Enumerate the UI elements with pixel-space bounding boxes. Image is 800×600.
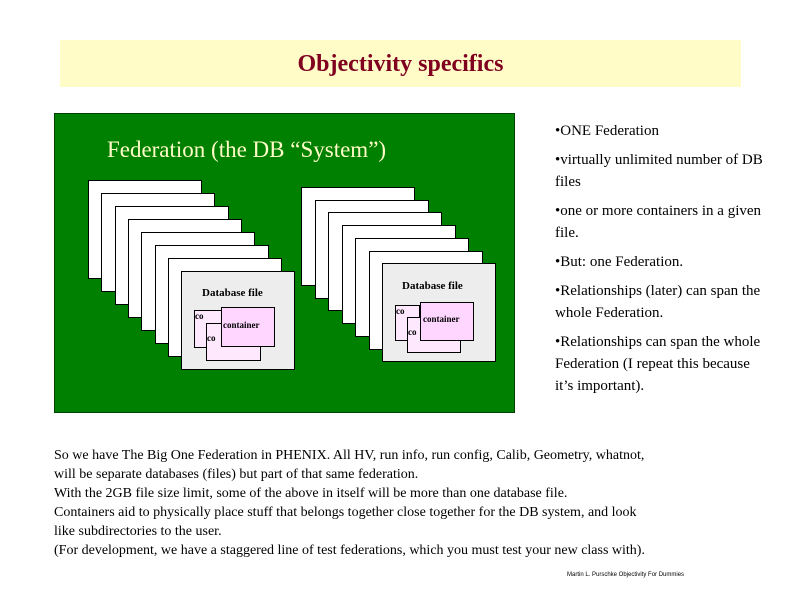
diagram-title: Federation (the DB “System”) xyxy=(106,137,387,162)
bullet-item: •one or more containers in a given file. xyxy=(555,203,762,241)
slide-title: Objectivity specifics xyxy=(297,51,504,77)
bullet-item: •Relationships (later) can span the whol… xyxy=(555,283,761,321)
container-box: container xyxy=(420,302,474,341)
database-file-label: Database file xyxy=(402,280,463,292)
paragraph-line: With the 2GB file size limit, some of th… xyxy=(54,486,568,501)
bullet-item: •But: one Federation. xyxy=(555,254,684,270)
paragraph-line: (For development, we have a staggered li… xyxy=(54,543,645,558)
slide-footer: Martin L. Purschke Objectivity For Dummi… xyxy=(567,572,685,578)
bullet-list: •ONE Federation •virtually unlimited num… xyxy=(555,120,765,404)
title-banner: Objectivity specifics xyxy=(60,40,741,87)
bullet-item: •virtually unlimited number of DB files xyxy=(555,152,763,190)
paragraph-line: Containers aid to physically place stuff… xyxy=(54,505,637,520)
paragraph-line: will be separate databases (files) but p… xyxy=(54,467,419,482)
bullet-item: •ONE Federation xyxy=(555,123,659,139)
database-file-label: Database file xyxy=(202,287,263,299)
bullet-item: •Relationships can span the whole Federa… xyxy=(555,334,761,394)
container-box: container xyxy=(221,307,275,347)
federation-diagram: Federation (the DB “System”) Database fi… xyxy=(54,113,515,413)
paragraph-line: So we have The Big One Federation in PHE… xyxy=(54,448,645,463)
paragraph-line: like subdirectories to the user. xyxy=(54,524,222,539)
explanation-paragraph: So we have The Big One Federation in PHE… xyxy=(54,446,744,560)
